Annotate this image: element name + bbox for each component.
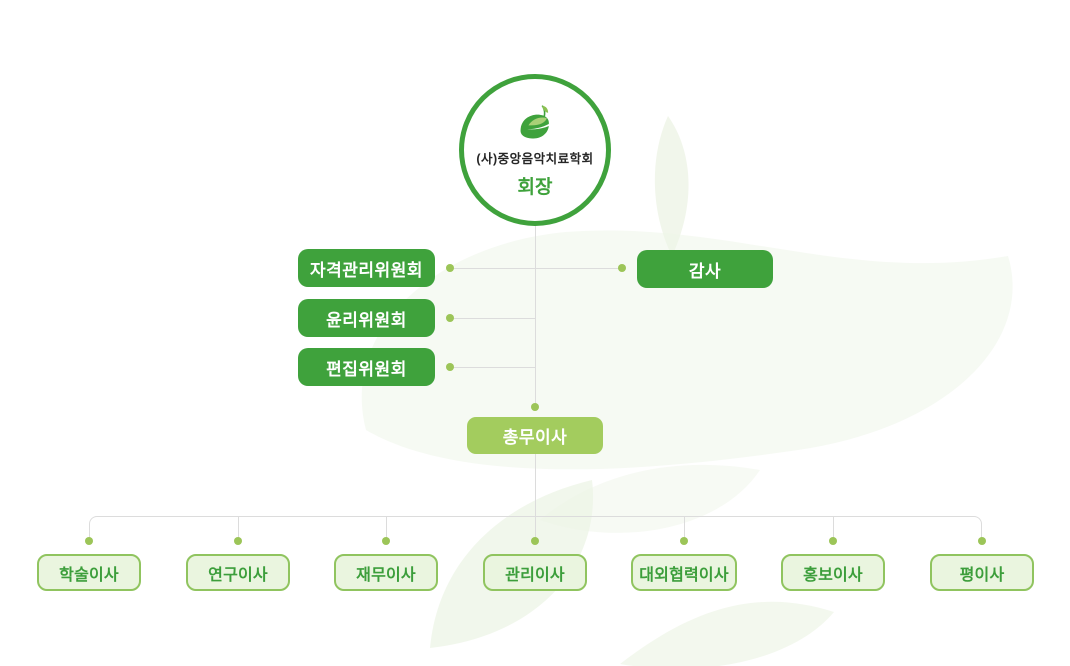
connector-row1 xyxy=(450,268,622,269)
connector-dot xyxy=(382,537,390,545)
director-button-academic: 학술이사 xyxy=(37,554,141,591)
connector-drop xyxy=(833,516,834,540)
connector-dot xyxy=(446,363,454,371)
connector-dot xyxy=(446,314,454,322)
connector-dot xyxy=(680,537,688,545)
committee-button-qualification: 자격관리위원회 xyxy=(298,249,435,287)
director-button-public-relations: 홍보이사 xyxy=(781,554,885,591)
connector-vertical-top xyxy=(535,226,536,407)
director-button-management: 관리이사 xyxy=(483,554,587,591)
connector-dot xyxy=(446,264,454,272)
connector-dot xyxy=(978,537,986,545)
connector-drop xyxy=(386,516,387,540)
connector-dot xyxy=(531,403,539,411)
connector-drop xyxy=(238,516,239,540)
committee-button-ethics: 윤리위원회 xyxy=(298,299,435,337)
general-affairs-director-button: 총무이사 xyxy=(467,417,603,454)
connector-dot xyxy=(618,264,626,272)
chairman-label: 회장 xyxy=(517,176,553,198)
director-button-research: 연구이사 xyxy=(186,554,290,591)
director-button-evaluation: 평이사 xyxy=(930,554,1034,591)
director-button-external-cooperation: 대외협력이사 xyxy=(631,554,737,591)
connector-vertical-mid xyxy=(535,454,536,516)
connector-drop xyxy=(535,516,536,540)
chairman-node: (사)중앙음악치료학회 회장 xyxy=(459,74,611,226)
director-button-finance: 재무이사 xyxy=(334,554,438,591)
connector-row3 xyxy=(450,367,535,368)
auditor-button: 감사 xyxy=(637,250,773,288)
connector-drop xyxy=(684,516,685,540)
connector-dot xyxy=(829,537,837,545)
connector-dot xyxy=(234,537,242,545)
connector-dot xyxy=(531,537,539,545)
connector-dot xyxy=(85,537,93,545)
connector-row2 xyxy=(450,318,535,319)
association-logo-icon xyxy=(520,104,549,138)
committee-button-editorial: 편집위원회 xyxy=(298,348,435,386)
org-name: (사)중앙음악치료학회 xyxy=(476,151,594,166)
